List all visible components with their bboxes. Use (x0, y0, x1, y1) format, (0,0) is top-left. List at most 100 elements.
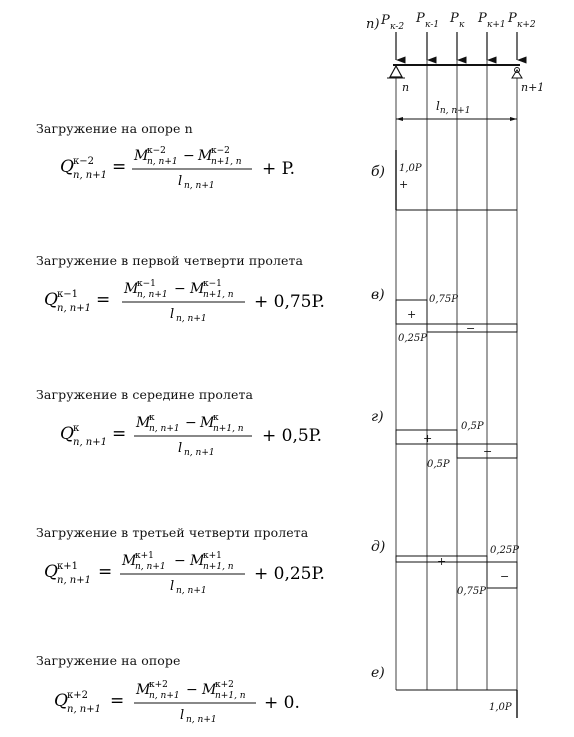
svg-text:к−2: к−2 (73, 156, 94, 167)
svg-text:к+1: к+1 (203, 551, 222, 561)
svg-text:=: = (98, 562, 112, 582)
svg-text:l: l (180, 708, 184, 723)
case-1-caption: Загружение на опоре n (36, 121, 193, 136)
svg-text:n, n+1: n, n+1 (73, 437, 107, 448)
support-left-icon (387, 64, 405, 79)
load-label-k+1: P (477, 11, 487, 26)
svg-text:к−1: к−1 (137, 279, 156, 289)
svg-text:−: − (185, 415, 197, 431)
case-2-caption: Загружение в первой четверти пролета (36, 253, 304, 268)
load-label-k+2: P (507, 11, 517, 26)
svg-text:−: − (186, 682, 198, 698)
svg-text:к: к (213, 413, 219, 423)
svg-text:n, n+1: n, n+1 (149, 424, 180, 434)
svg-text:+: + (399, 178, 408, 191)
svg-text:M: M (199, 415, 215, 431)
svg-text:−: − (483, 445, 492, 458)
load-label-k-2: P (380, 13, 390, 28)
svg-text:1,0P: 1,0P (489, 702, 512, 713)
svg-text:−: − (174, 553, 186, 569)
support-left-label: n (402, 81, 409, 94)
svg-text:M: M (135, 682, 151, 698)
svg-text:M: M (133, 148, 149, 164)
svg-text:−: − (174, 281, 186, 297)
svg-text:l: l (170, 307, 174, 322)
svg-text:=: = (96, 290, 110, 310)
svg-text:n, n+1: n, n+1 (73, 170, 107, 181)
svg-text:к+1: к+1 (487, 20, 506, 30)
panel-g: г) 0,5P 0,5P + − (371, 409, 518, 470)
svg-text:M: M (135, 415, 151, 431)
svg-text:к+1: к+1 (135, 551, 154, 561)
svg-text:0,75P: 0,75P (457, 586, 486, 597)
svg-text:к+2: к+2 (215, 680, 234, 690)
case-2-formula: Q к−1 n, n+1 = M к−1 n, n+1 − M к−1 n+1,… (0, 271, 390, 325)
svg-text:n, n+1: n, n+1 (186, 715, 217, 725)
svg-text:n, n+1: n, n+1 (135, 562, 166, 572)
svg-text:M: M (121, 553, 137, 569)
svg-text:n, n+1: n, n+1 (137, 290, 168, 300)
svg-text:д): д) (371, 539, 385, 555)
case-4-formula: Q к+1 n, n+1 = M к+1 n, n+1 − M к+1 n+1,… (0, 543, 390, 597)
svg-text:к-1: к-1 (425, 20, 439, 30)
load-label-k-1: P (415, 11, 425, 26)
svg-text:г): г) (371, 409, 384, 425)
svg-text:n, n+1: n, n+1 (184, 181, 215, 191)
svg-text:M: M (189, 553, 205, 569)
svg-text:Q: Q (44, 290, 58, 310)
case-3-caption: Загружение в середине пролета (36, 387, 254, 402)
svg-text:Q: Q (60, 424, 74, 444)
svg-text:M: M (123, 281, 139, 297)
svg-text:n, n+1: n, n+1 (176, 314, 207, 324)
svg-text:l: l (178, 174, 182, 189)
svg-text:n, n+1: n, n+1 (57, 575, 91, 586)
svg-text:n+1, n: n+1, n (215, 691, 246, 701)
svg-text:0,5P: 0,5P (461, 421, 484, 432)
case-3-formula: Q к n, n+1 = M к n, n+1 − M к n+1, n l n… (0, 405, 390, 459)
case-1-formula: Q к−2 n, n+1 = M к−2 n, n+1 − M к−2 n+1,… (0, 138, 390, 192)
svg-text:n, n+1: n, n+1 (184, 448, 215, 458)
panel-d: д) 0,25P 0,75P + − (371, 539, 519, 597)
svg-text:+ 0.: + 0. (264, 693, 300, 713)
svg-text:l: l (178, 441, 182, 456)
svg-text:к+2: к+2 (149, 680, 168, 690)
case-5-caption: Загружение на опоре (36, 653, 181, 668)
svg-text:=: = (112, 157, 126, 177)
svg-text:0,25P: 0,25P (398, 333, 427, 344)
svg-text:к+2: к+2 (67, 690, 88, 701)
svg-text:к−2: к−2 (147, 146, 166, 156)
svg-text:к-2: к-2 (390, 22, 404, 32)
svg-text:+: + (407, 308, 416, 321)
svg-text:n+1, n: n+1, n (203, 562, 234, 572)
svg-text:к: к (459, 20, 465, 30)
svg-text:к−1: к−1 (57, 289, 78, 300)
svg-text:к+2: к+2 (517, 20, 536, 30)
svg-text:+: + (437, 555, 446, 568)
svg-text:n, n+1: n, n+1 (147, 157, 178, 167)
svg-text:к: к (149, 413, 155, 423)
svg-text:+ 0,75P.: + 0,75P. (254, 292, 325, 312)
svg-text:Q: Q (60, 157, 74, 177)
svg-text:Q: Q (44, 562, 58, 582)
svg-text:l: l (170, 579, 174, 594)
svg-text:M: M (201, 682, 217, 698)
load-arrows (395, 32, 527, 64)
svg-text:к−1: к−1 (203, 279, 222, 289)
svg-text:0,5P: 0,5P (427, 459, 450, 470)
svg-text:n+1, n: n+1, n (211, 157, 242, 167)
case-5-formula: Q к+2 n, n+1 = M к+2 n, n+1 − M к+2 n+1,… (0, 672, 390, 726)
case-4-caption: Загружение в третьей четверти пролета (36, 525, 309, 540)
svg-text:к+1: к+1 (57, 561, 78, 572)
svg-text:n, n+1: n, n+1 (176, 586, 207, 596)
svg-text:0,75P: 0,75P (429, 294, 458, 305)
svg-text:n, n+1: n, n+1 (57, 303, 91, 314)
svg-text:M: M (197, 148, 213, 164)
svg-text:+ 0,5P.: + 0,5P. (262, 426, 322, 446)
svg-text:+: + (423, 432, 432, 445)
svg-text:−: − (500, 570, 509, 583)
svg-text:−: − (466, 322, 475, 335)
svg-text:n+1, n: n+1, n (213, 424, 244, 434)
svg-text:=: = (112, 424, 126, 444)
